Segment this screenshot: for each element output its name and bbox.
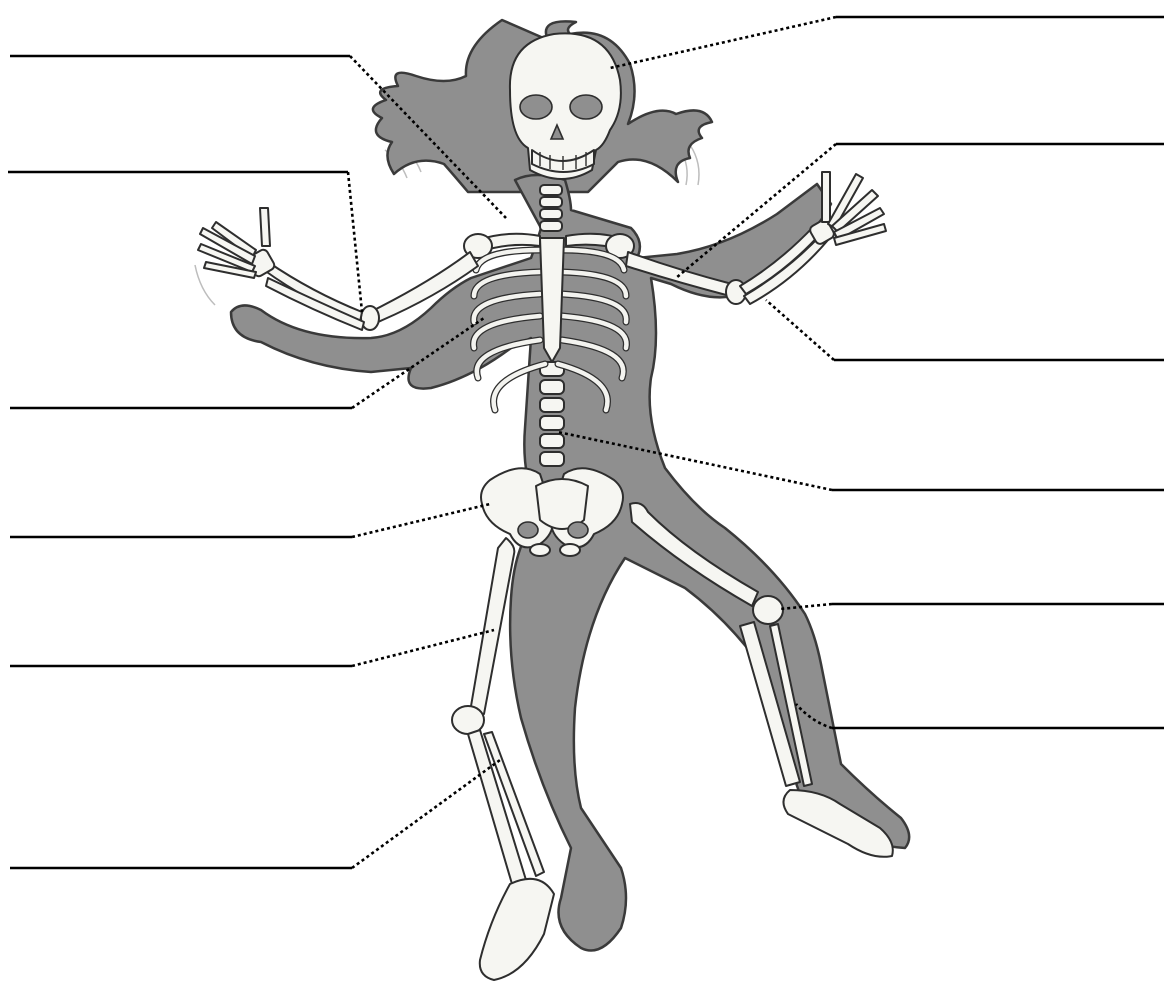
answer-lines-right <box>832 17 1164 728</box>
leader-skull <box>610 17 836 68</box>
answer-lines-left <box>8 56 352 868</box>
leader-radius-ulna <box>766 300 834 360</box>
leader-tibia <box>352 760 500 868</box>
leader-elbow <box>348 172 362 312</box>
leader-femur <box>352 630 494 666</box>
leader-pelvis <box>352 504 490 537</box>
sternum <box>540 238 564 362</box>
